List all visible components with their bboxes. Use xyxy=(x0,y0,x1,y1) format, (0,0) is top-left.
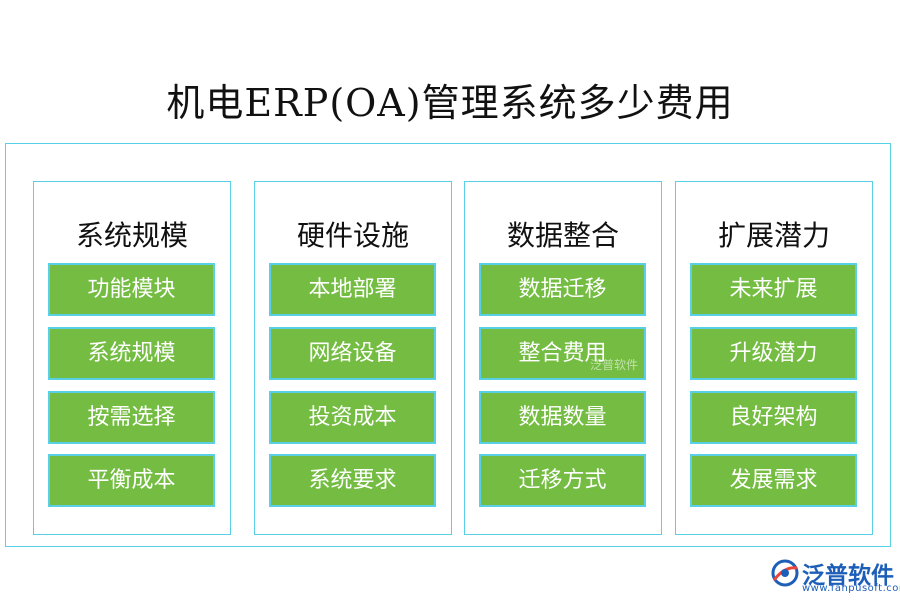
column-heading: 系统规模 xyxy=(75,219,188,252)
watermark: 泛普软件 xyxy=(590,358,639,372)
column-data-integration: 数据整合 数据迁移 整合费用 数据数量 迁移方式 xyxy=(464,181,662,535)
item-box: 未来扩展 xyxy=(690,263,857,316)
logo-url: www.fanpusoft.com xyxy=(802,583,900,594)
item-box: 投资成本 xyxy=(269,391,436,444)
column-heading: 硬件设施 xyxy=(296,219,409,252)
logo-name: 泛普软件 xyxy=(802,563,894,589)
column-expansion: 扩展潜力 未来扩展 升级潜力 良好架构 发展需求 xyxy=(675,181,873,535)
item-box: 整合费用 xyxy=(479,327,646,380)
item-box: 升级潜力 xyxy=(690,327,857,380)
item-box: 本地部署 xyxy=(269,263,436,316)
item-box: 按需选择 xyxy=(48,391,215,444)
column-heading: 扩展潜力 xyxy=(717,219,830,252)
item-box: 系统规模 xyxy=(48,327,215,380)
diagram-frame xyxy=(5,143,891,547)
column-hardware: 硬件设施 本地部署 网络设备 投资成本 系统要求 xyxy=(254,181,452,535)
item-box: 平衡成本 xyxy=(48,454,215,507)
column-system-scale: 系统规模 功能模块 系统规模 按需选择 平衡成本 xyxy=(33,181,231,535)
item-box: 数据数量 xyxy=(479,391,646,444)
item-box: 发展需求 xyxy=(690,454,857,507)
item-box: 良好架构 xyxy=(690,391,857,444)
brand-mark-icon xyxy=(771,559,799,587)
column-heading: 数据整合 xyxy=(506,219,619,252)
item-box: 功能模块 xyxy=(48,263,215,316)
item-box: 系统要求 xyxy=(269,454,436,507)
item-box: 数据迁移 xyxy=(479,263,646,316)
item-box: 迁移方式 xyxy=(479,454,646,507)
page-title: 机电ERP(OA)管理系统多少费用 xyxy=(166,81,734,125)
item-box: 网络设备 xyxy=(269,327,436,380)
brand-logo: 泛普软件 www.fanpusoft.com xyxy=(770,556,900,596)
